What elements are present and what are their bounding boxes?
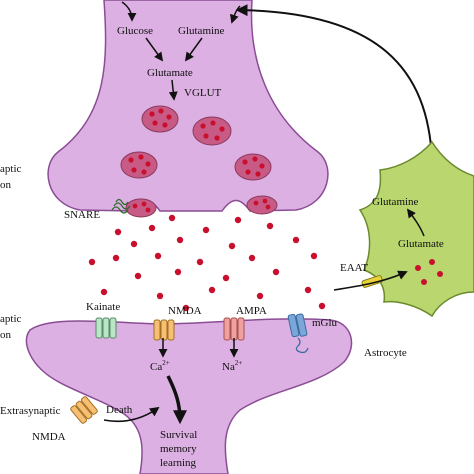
vesicle (234, 153, 272, 181)
calcium-symbol: Ca (150, 361, 162, 373)
calcium-charge: 2+ (162, 359, 170, 367)
sodium-symbol: Na (222, 361, 235, 373)
glucose-label: Glucose (117, 25, 153, 37)
cleft-glutamate-molecules (88, 214, 326, 312)
sodium-charge: 2+ (235, 359, 243, 367)
mglu-receptor-icon (287, 313, 309, 354)
astrocyte-label: Astrocyte (364, 347, 407, 359)
arrow-glutamate-vglut (168, 79, 178, 101)
extrasynaptic-label-line1: Extrasynaptic (0, 405, 61, 417)
snare-label: SNARE (64, 209, 100, 221)
arrow-astrocyte-glutamine-return (235, 4, 433, 161)
arrow-calcium-to-survival (166, 375, 187, 425)
mglu-label: mGlu (312, 317, 338, 329)
kainate-receptor-icon (95, 317, 117, 339)
extrasynaptic-label-line2: NMDA (32, 431, 66, 443)
calcium-ion-label: Ca2+ (150, 359, 170, 373)
glutamate-label: Glutamate (147, 67, 193, 79)
nmda-receptor-icon (153, 319, 175, 341)
death-label: Death (106, 404, 133, 416)
docked-vesicle (246, 195, 278, 215)
arrow-glutamine-to-glutamate (184, 37, 203, 62)
postsynaptic-label-line2: on (0, 329, 12, 341)
arrow-glucose-in (121, 1, 137, 22)
postsynaptic-neuron (25, 318, 353, 474)
vesicle (192, 116, 232, 146)
synaptic-vesicles (120, 105, 278, 218)
extrasynaptic-nmda-receptor-icon (70, 396, 98, 424)
nmda-label: NMDA (168, 305, 202, 317)
astrocyte-glutamate-label: Glutamate (398, 238, 444, 250)
eaat-label: EAAT (340, 262, 368, 274)
ampa-receptor-icon (223, 317, 245, 341)
arrow-eaat-uptake (333, 270, 408, 291)
astrocyte (358, 140, 474, 318)
ampa-label: AMPA (236, 305, 267, 317)
snare-complex-icon (111, 198, 131, 214)
astrocyte-glutamine-label: Glutamine (372, 196, 419, 208)
astrocyte-glutamate-molecules (415, 259, 443, 285)
outcome-survival: Survival (160, 429, 197, 441)
vglut-label: VGLUT (184, 87, 222, 99)
outcome-learning: learning (160, 457, 197, 469)
kainate-label: Kainate (86, 301, 120, 313)
glutamine-label: Glutamine (178, 25, 225, 37)
outcome-memory: memory (160, 443, 197, 455)
presynaptic-label-line1: aptic (0, 163, 21, 175)
vesicle (120, 151, 158, 179)
arrow-glutamate-to-glutamine (406, 208, 425, 237)
arrow-extrasynaptic-death (103, 406, 160, 423)
sodium-ion-label: Na2+ (222, 359, 242, 373)
vesicle (141, 105, 179, 133)
presynaptic-label-line2: on (0, 179, 12, 191)
arrow-glucose-to-glutamate (145, 37, 164, 62)
docked-vesicle (125, 198, 157, 218)
postsynaptic-label-line1: aptic (0, 313, 21, 325)
